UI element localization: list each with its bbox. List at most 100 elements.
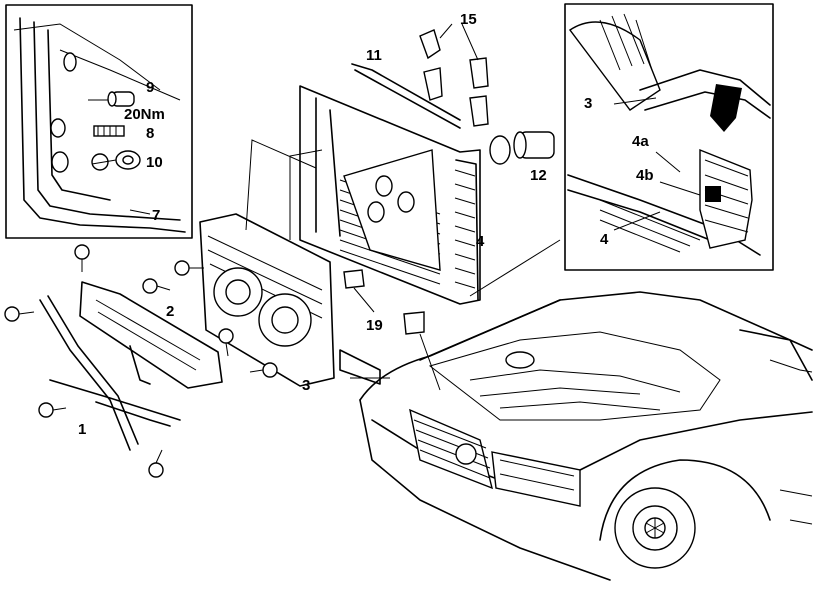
grille-bars: [413, 419, 491, 479]
inset-callout-3: 3: [584, 95, 592, 112]
part-19-plugs: 19: [343, 269, 441, 391]
plug-19-a: [343, 269, 365, 289]
radiator-tank-ribs: [454, 169, 476, 289]
fan-hub-left: [225, 279, 251, 305]
callout-1: 1: [78, 421, 86, 438]
hood-outline: [359, 291, 813, 401]
assembly-leaders: [245, 139, 561, 379]
inset-leaders: [613, 97, 701, 231]
inset-grommet-3: [51, 151, 69, 173]
inset-grommet-2: [50, 118, 66, 138]
radiator: 4: [299, 85, 485, 305]
brace-rod-1: [39, 299, 131, 451]
wheel-star-arms: [645, 518, 665, 538]
bolt-2: [4, 306, 35, 322]
headlight: [491, 451, 581, 507]
vehicle-front: [359, 291, 813, 581]
inset-radiator-mid: [567, 189, 711, 241]
inset-mounting-detail: 9 20Nm 8 10 7: [5, 4, 193, 239]
part-12-cap: 12: [489, 131, 555, 184]
brace-rod-2: [47, 295, 139, 445]
bumper-outline: [359, 399, 611, 581]
part-11-rod: 11: [351, 47, 461, 129]
callout-2: 2: [166, 303, 174, 320]
inset-radiator-top: [567, 174, 761, 256]
radiator-side: [315, 97, 341, 237]
callout-12: 12: [530, 167, 547, 184]
inset-hose-connection: 3 4a 4b 4: [564, 3, 774, 271]
leaders-19: [353, 287, 441, 391]
crossmember-detail: [95, 299, 201, 371]
engine-cap: [505, 351, 535, 369]
bolt-1: [74, 244, 90, 272]
grille-emblem: [455, 443, 477, 465]
fan-assembly: 3: [199, 213, 381, 394]
fan-hub-right: [271, 306, 299, 334]
radiator-shroud-panel: [343, 149, 441, 271]
grille: [409, 408, 494, 490]
radiator-grommet-1: [375, 175, 393, 197]
part-10-grommet: [91, 150, 141, 171]
brace-cross-2: [95, 401, 171, 427]
callout-3: 3: [302, 377, 310, 394]
inset-arrow: [710, 84, 742, 132]
callout-10: 10: [146, 154, 163, 171]
lower-brace: 1: [39, 295, 181, 451]
inset-bracket: [47, 29, 111, 201]
bolts: [4, 244, 278, 478]
radiator-tank: [455, 159, 479, 301]
inset-frame-right: [564, 3, 774, 271]
bolt-8: [249, 362, 278, 378]
brace-cross: [49, 379, 181, 421]
part-15-clips: 15: [419, 11, 489, 127]
callout-8: 8: [146, 125, 154, 142]
bolt-3: [142, 278, 171, 294]
inset-hose-run: [639, 69, 771, 106]
inset-pipe-inner: [33, 21, 181, 221]
inset-grommet-1: [63, 52, 77, 72]
torque-label: 20Nm: [124, 106, 165, 123]
windshield-base: [739, 329, 813, 351]
radiator-grommet-2: [397, 191, 415, 213]
callout-7: 7: [152, 207, 160, 224]
bolt-6: [148, 449, 164, 478]
mirror: [769, 359, 813, 373]
wheel-arch: [599, 459, 771, 541]
inset-drain: [705, 186, 721, 202]
upper-crossmember: 2: [79, 281, 223, 389]
callout-15: 15: [460, 11, 477, 28]
fan-connector: [339, 349, 381, 385]
callout-9: 9: [146, 79, 154, 96]
leader-7: [129, 209, 151, 215]
part-8-bolt: [93, 125, 125, 137]
inset-rail-2: [59, 49, 181, 101]
inset-hose-run-2: [644, 91, 771, 119]
door-lines: [779, 489, 813, 525]
inset-callout-4: 4: [600, 231, 609, 248]
callout-11: 11: [366, 47, 382, 64]
crossmember-outline: [79, 281, 223, 389]
headlight-detail: [499, 459, 575, 491]
bolt-4: [174, 260, 204, 276]
inset-tank: [699, 148, 753, 249]
fender-line: [579, 411, 813, 471]
bolt-5: [38, 402, 67, 418]
radiator-grommet-3: [367, 201, 385, 223]
callout-19: 19: [366, 317, 383, 334]
inset-upper-rail: [13, 23, 161, 91]
fan-shroud-outline: [199, 213, 335, 387]
callout-4: 4: [476, 233, 485, 250]
engine-bay: [428, 331, 721, 421]
radiator-outline: [299, 85, 481, 305]
crossmember-tab: [129, 345, 151, 385]
bolt-7: [218, 328, 234, 357]
inset-pipe-outer: [19, 17, 186, 233]
inset-fins: [599, 199, 701, 253]
inset-callout-4a: 4a: [632, 133, 649, 150]
inset-tank-ribs: [704, 159, 749, 233]
plug-19-b: [403, 311, 425, 335]
inset-callout-4b: 4b: [636, 167, 654, 184]
inset-frame-left: [5, 4, 193, 239]
